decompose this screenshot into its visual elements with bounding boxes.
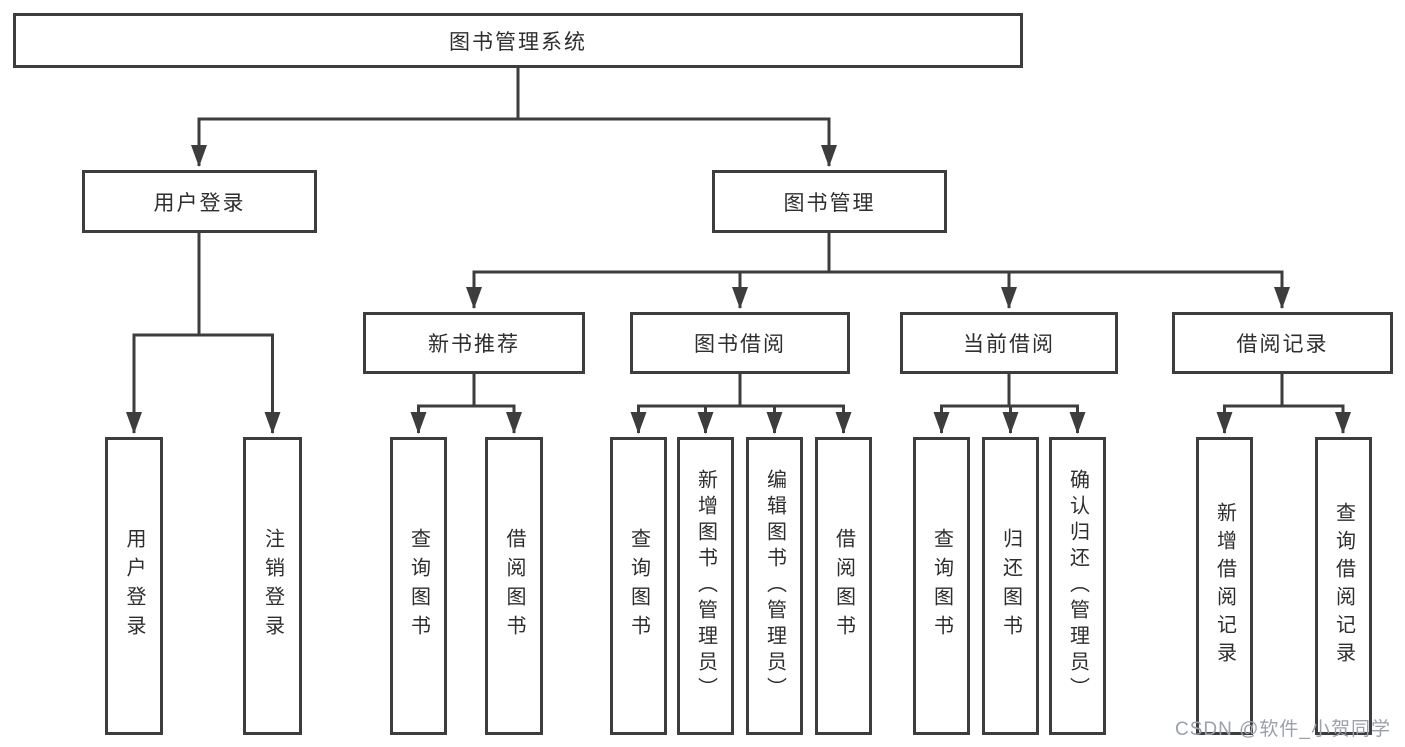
leaf-edit-book-admin: 编辑图书（管理员） [746, 437, 803, 735]
node-current-borrow: 当前借阅 [900, 312, 1118, 374]
node-borrow-records: 借阅记录 [1172, 312, 1393, 374]
leaf-borrow-book: 借阅图书 [815, 437, 872, 735]
csdn-watermark: CSDN @软件_小贺同学 [1175, 719, 1391, 740]
node-new-book-recommend: 新书推荐 [363, 312, 585, 374]
leaf-borrow-book-recommend: 借阅图书 [485, 437, 543, 735]
node-book-borrow: 图书借阅 [630, 312, 850, 374]
leaf-query-borrow-record: 查询借阅记录 [1315, 437, 1372, 735]
leaf-add-borrow-record: 新增借阅记录 [1196, 437, 1253, 735]
leaf-query-book-borrow: 查询图书 [610, 437, 667, 735]
leaf-add-book-admin: 新增图书（管理员） [677, 437, 734, 735]
leaf-logout: 注销登录 [243, 437, 302, 735]
leaf-user-login: 用户登录 [105, 437, 163, 735]
node-user-login: 用户登录 [82, 170, 317, 233]
leaf-confirm-return-admin: 确认归还（管理员） [1049, 437, 1106, 735]
leaf-return-book: 归还图书 [982, 437, 1039, 735]
leaf-query-book-recommend: 查询图书 [390, 437, 447, 735]
node-book-management: 图书管理 [712, 170, 947, 233]
node-root: 图书管理系统 [13, 13, 1023, 68]
leaf-query-book-current: 查询图书 [913, 437, 970, 735]
